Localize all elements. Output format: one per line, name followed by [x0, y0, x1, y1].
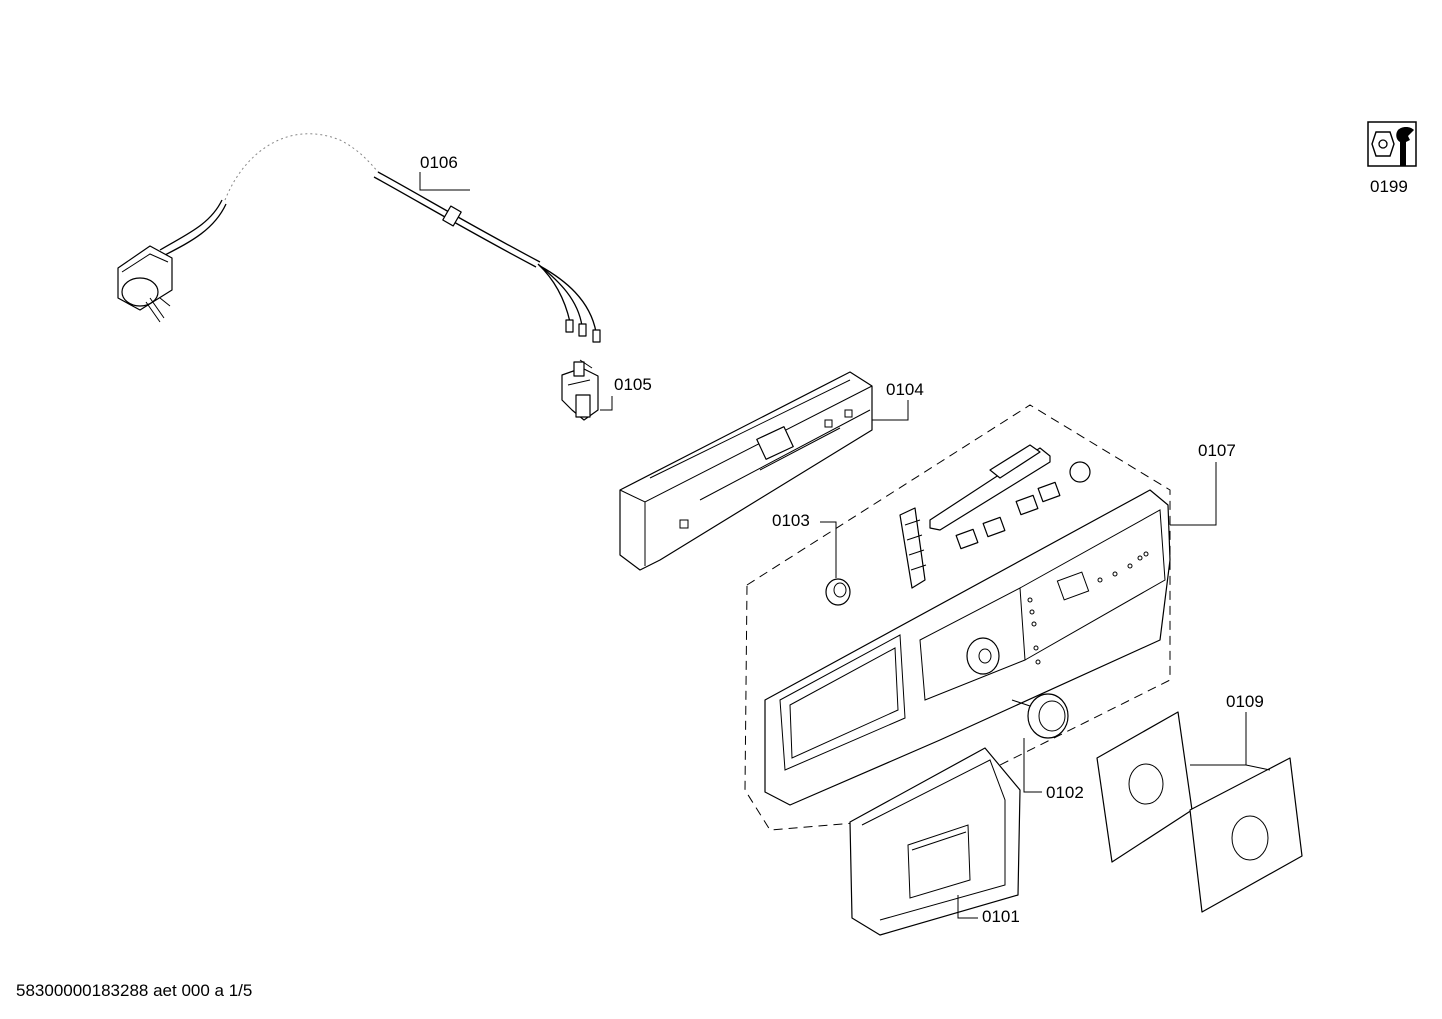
svg-text:0106: 0106	[420, 153, 458, 172]
callout-0109: 0109	[1190, 692, 1271, 771]
svg-text:0102: 0102	[1046, 783, 1084, 802]
power-cable-part[interactable]	[117, 133, 601, 343]
svg-text:0103: 0103	[772, 511, 810, 530]
control-panel-assembly[interactable]	[744, 404, 1171, 831]
svg-text:0109: 0109	[1226, 692, 1264, 711]
lamp-holder-part[interactable]	[825, 578, 851, 606]
drawer-handle-part[interactable]	[849, 747, 1021, 936]
drawing-number-footer: 58300000183288 aet 000 a 1/5	[16, 981, 253, 1000]
connector-part[interactable]	[561, 359, 599, 421]
callout-0101: 0101	[957, 895, 1020, 926]
electronic-module-part[interactable]	[619, 371, 873, 571]
callout-0107: 0107	[1170, 441, 1236, 526]
callout-0105: 0105	[600, 375, 652, 411]
callout-0104: 0104	[872, 380, 924, 421]
callout-0102: 0102	[1023, 738, 1084, 802]
callout-0199: 0199	[1370, 177, 1408, 196]
svg-text:0104: 0104	[886, 380, 924, 399]
svg-text:0101: 0101	[982, 907, 1020, 926]
svg-text:0105: 0105	[614, 375, 652, 394]
service-tool-icon	[1367, 121, 1417, 167]
knob-part[interactable]	[1011, 693, 1069, 739]
callout-0103: 0103	[772, 511, 837, 578]
svg-text:0107: 0107	[1198, 441, 1236, 460]
callout-0106: 0106	[419, 153, 470, 191]
decor-panel-part[interactable]	[1096, 711, 1303, 913]
